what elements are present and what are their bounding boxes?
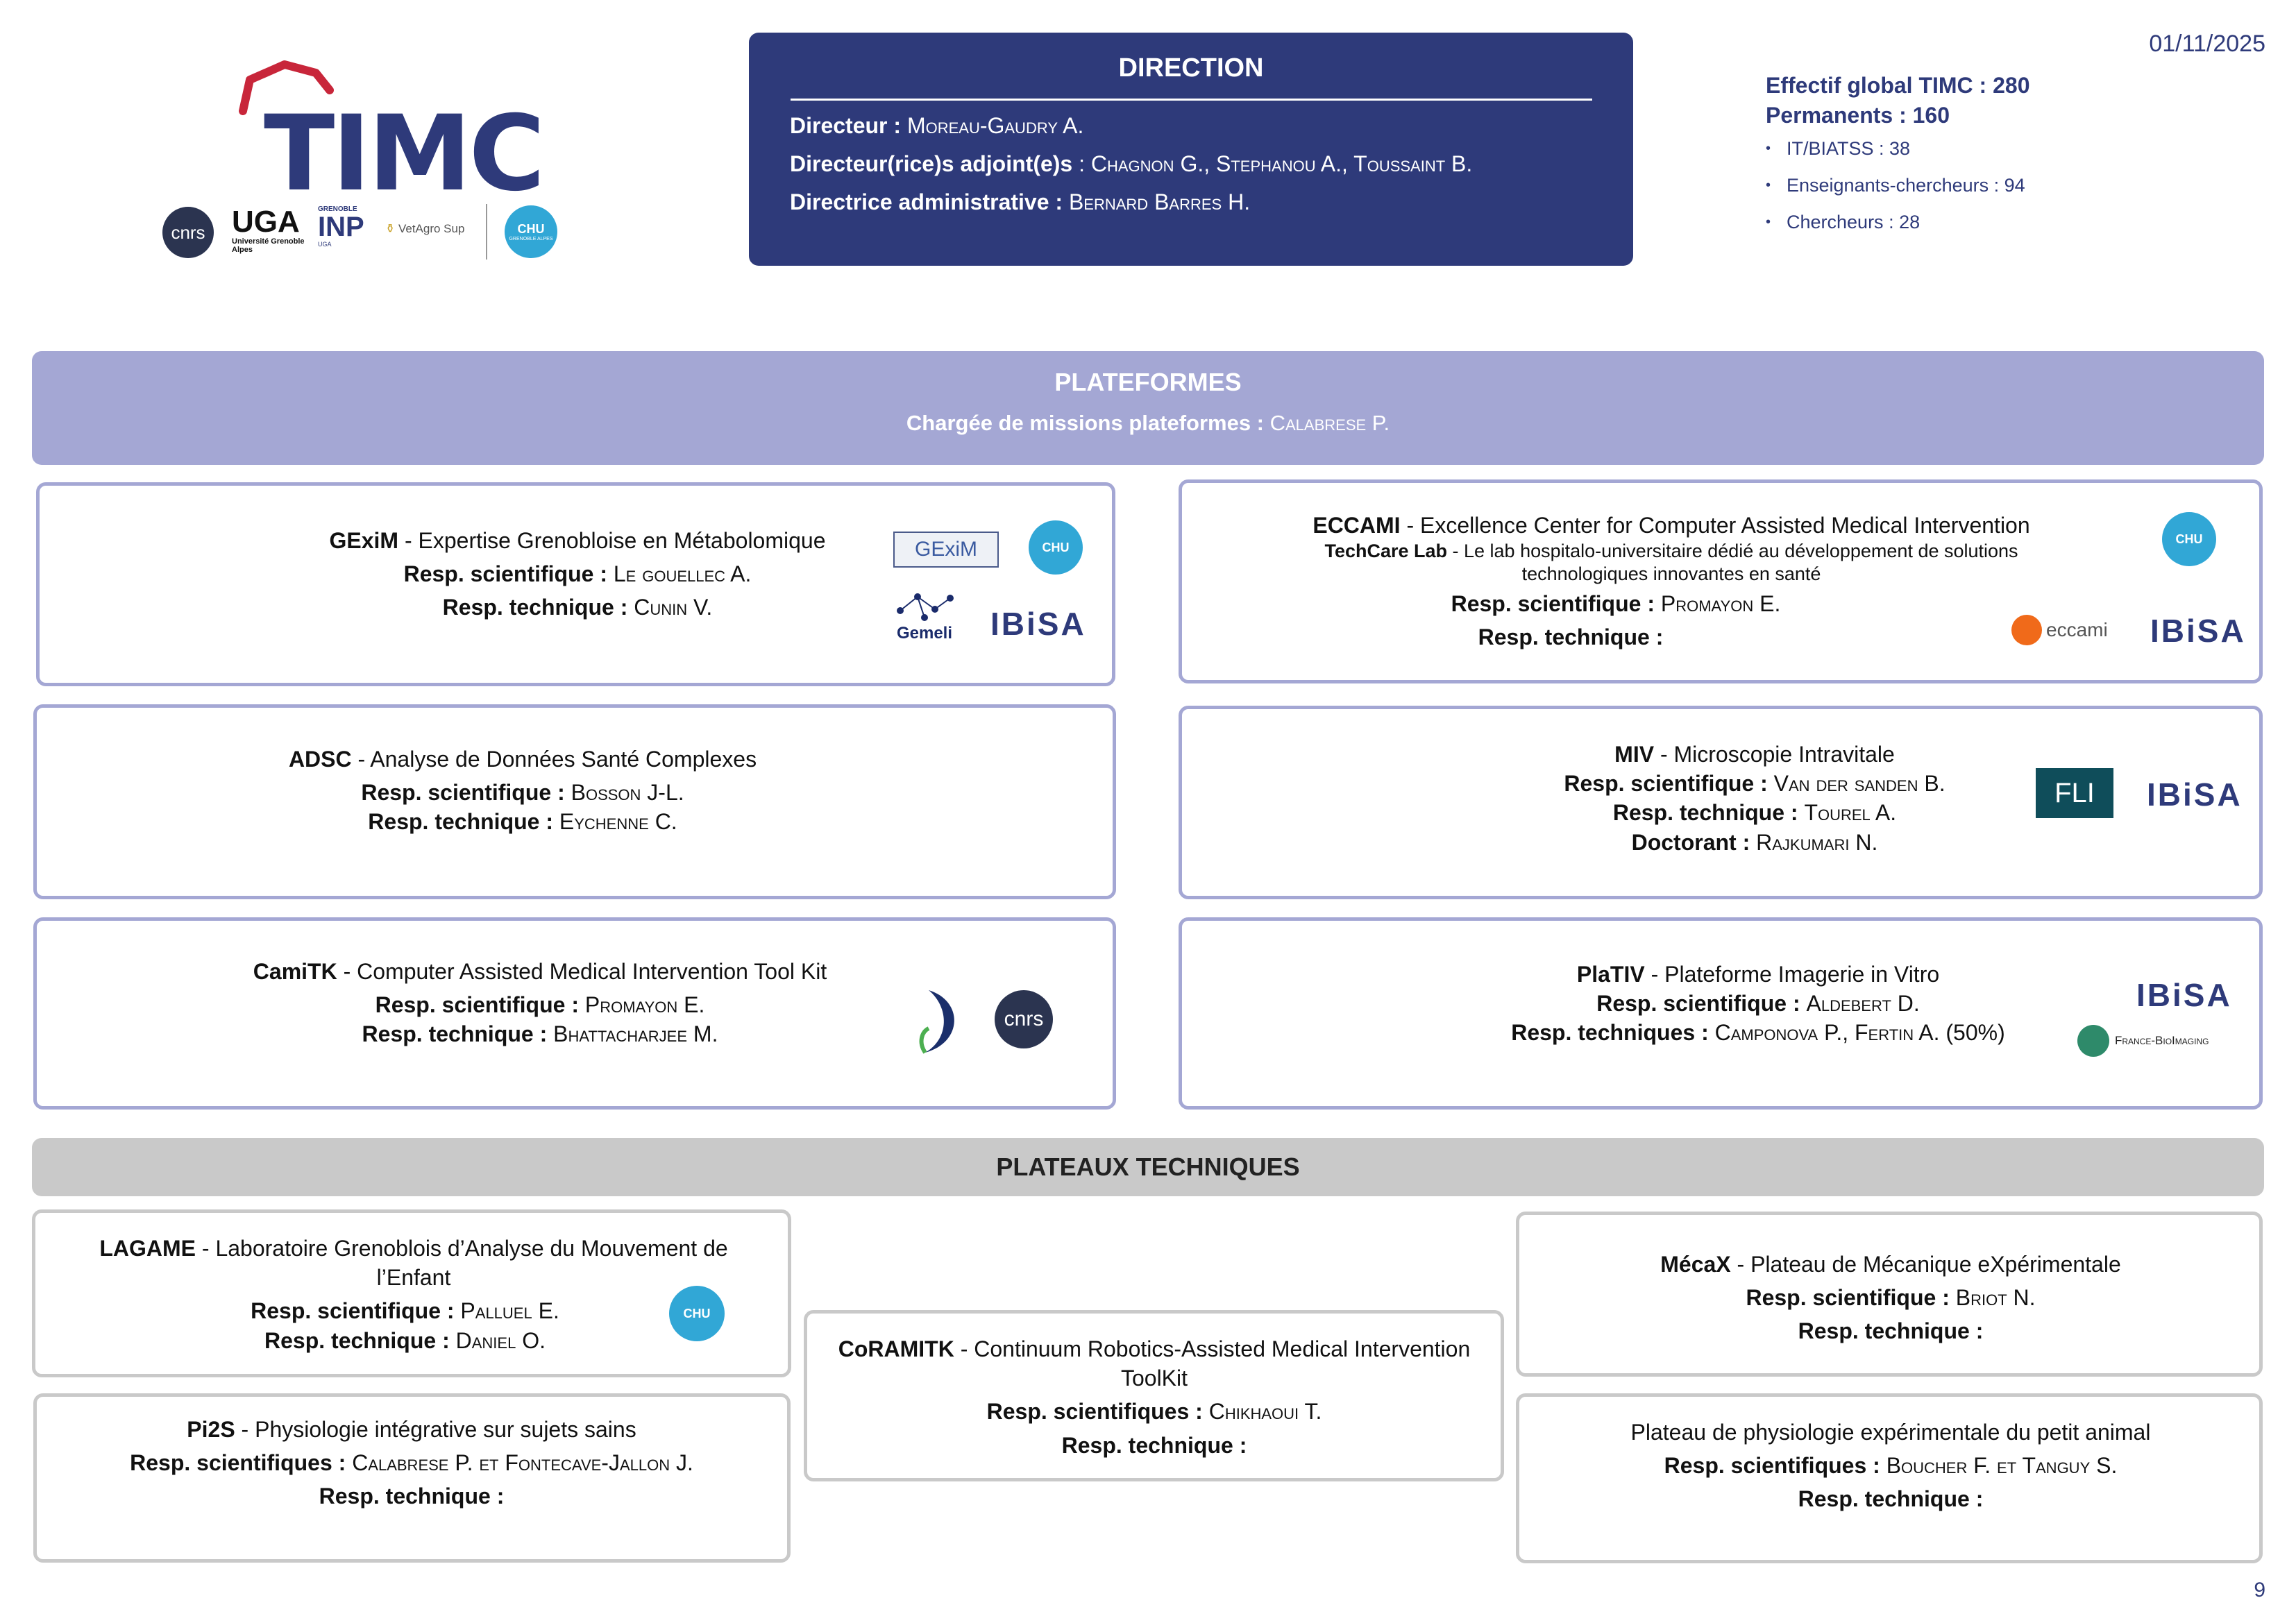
card-resp-scientific: Resp. scientifique : Briot N. bbox=[1746, 1285, 2036, 1311]
platform-card-camitk: CamiTK - Computer Assisted Medical Inter… bbox=[33, 917, 1116, 1110]
france-bioimaging-logo: France-BioImaging bbox=[2077, 1025, 2209, 1057]
plateaux-title: PLATEAUX TECHNIQUES bbox=[996, 1153, 1300, 1181]
grenoble-inp-logo: GRENOBLE INP UGA bbox=[318, 205, 364, 248]
card-title: MIV - Microscopie Intravitale bbox=[1614, 742, 1895, 767]
card-resp-scientific: Resp. scientifique : Palluel E. bbox=[251, 1298, 559, 1324]
chu-logo: CHU bbox=[669, 1286, 725, 1341]
platforms-title: PLATEFORMES bbox=[1054, 368, 1242, 396]
eccami-logo: eccami bbox=[2011, 615, 2108, 645]
chu-logo: CHU bbox=[1029, 520, 1083, 575]
card-resp-scientific: Resp. scientifique : Promayon E. bbox=[1451, 591, 1781, 617]
direction-divider bbox=[790, 99, 1592, 101]
logo-divider bbox=[486, 204, 487, 260]
plateau-card-pi2s: Pi2S - Physiologie intégrative sur sujet… bbox=[33, 1393, 791, 1563]
card-subtitle: TechCare Lab - Le lab hospitalo-universi… bbox=[1324, 541, 2018, 584]
logo-hex-mark bbox=[239, 60, 334, 115]
card-resp-technical: Resp. technique : bbox=[1478, 624, 1664, 650]
card-title: GExiM - Expertise Grenobloise en Métabol… bbox=[329, 528, 826, 553]
card-resp-scientific: Resp. scientifique : Le gouellec A. bbox=[403, 561, 752, 587]
plateau-card-lagame: LAGAME - Laboratoire Grenoblois d’Analys… bbox=[32, 1209, 791, 1377]
list-item: Enseignants-chercheurs : 94 bbox=[1766, 175, 2265, 196]
cnrs-logo: cnrs bbox=[995, 990, 1053, 1048]
timc-logo: TIMC cnrs UGA Université Grenoble Alpes … bbox=[160, 56, 557, 264]
card-resp-scientific: Resp. scientifique : Promayon E. bbox=[375, 992, 705, 1018]
platform-card-plativ: PlaTIV - Plateforme Imagerie in Vitro Re… bbox=[1179, 917, 2263, 1110]
gexim-logo: GExiM bbox=[893, 532, 999, 568]
plateau-card-coramitk: CoRAMITK - Continuum Robotics-Assisted M… bbox=[804, 1310, 1504, 1481]
list-item: IT/BIATSS : 38 bbox=[1766, 138, 2265, 160]
platform-card-eccami: ECCAMI - Excellence Center for Computer … bbox=[1179, 479, 2263, 683]
card-resp-scientific: Resp. scientifique : Aldebert D. bbox=[1596, 991, 1920, 1017]
network-icon bbox=[897, 593, 954, 621]
uga-logo: UGA Université Grenoble Alpes bbox=[232, 205, 305, 255]
list-item: Chercheurs : 28 bbox=[1766, 212, 2265, 233]
ibisa-logo: IBiSA bbox=[2136, 977, 2232, 1013]
admin-director-line: Directrice administrative : Bernard Barr… bbox=[790, 189, 1251, 214]
ibisa-logo: IBiSA bbox=[990, 606, 1086, 642]
card-resp-technical: Resp. technique : bbox=[319, 1484, 505, 1509]
card-title: LAGAME - Laboratoire Grenoblois d’Analys… bbox=[99, 1236, 728, 1291]
card-title: Plateau de physiologie expérimentale du … bbox=[1630, 1420, 2151, 1445]
fli-logo: FLI bbox=[2036, 768, 2113, 818]
plateau-card-mecax: MécaX - Plateau de Mécanique eXpérimenta… bbox=[1516, 1212, 2263, 1377]
staff-global: Effectif global TIMC : 280 bbox=[1766, 73, 2030, 98]
gemeli-logo: Gemeli bbox=[886, 590, 963, 643]
card-title: CoRAMITK - Continuum Robotics-Assisted M… bbox=[838, 1336, 1471, 1391]
direction-box: DIRECTION Directeur : Moreau-Gaudry A. D… bbox=[749, 33, 1633, 266]
plateau-card-small-animal: Plateau de physiologie expérimentale du … bbox=[1516, 1393, 2263, 1563]
card-resp-technical: Resp. technique : Bhattacharjee M. bbox=[362, 1021, 718, 1047]
card-title: ADSC - Analyse de Données Santé Complexe… bbox=[288, 747, 757, 772]
card-resp-technical: Resp. techniques : Camponova P., Fertin … bbox=[1511, 1020, 2005, 1046]
platforms-mission-lead: Chargée de missions plateformes : Calabr… bbox=[906, 411, 1390, 435]
card-title: Pi2S - Physiologie intégrative sur sujet… bbox=[187, 1417, 636, 1442]
card-title: CamiTK - Computer Assisted Medical Inter… bbox=[253, 959, 827, 984]
deputy-directors-line: Directeur(rice)s adjoint(e)s : Chagnon G… bbox=[790, 151, 1473, 176]
ibisa-logo: IBiSA bbox=[2147, 776, 2243, 813]
bioimaging-mark-icon bbox=[2077, 1025, 2109, 1057]
card-resp-technical: Resp. technique : Daniel O. bbox=[264, 1327, 546, 1353]
chu-logo: CHU GRENOBLE ALPES bbox=[505, 205, 557, 258]
staff-breakdown: IT/BIATSS : 38 Enseignants-chercheurs : … bbox=[1766, 138, 2265, 233]
vetagro-logo: ⚱ VetAgro Sup bbox=[385, 222, 465, 235]
direction-title: DIRECTION bbox=[1118, 53, 1264, 83]
chu-logo: CHU bbox=[2162, 512, 2216, 566]
eccami-mark-icon bbox=[2011, 615, 2042, 645]
card-resp-scientific: Resp. scientifiques : Chikhaoui T. bbox=[986, 1399, 1322, 1425]
card-resp-technical: Resp. technique : Cunin V. bbox=[442, 595, 713, 620]
card-resp-technical: Resp. technique : bbox=[1061, 1432, 1247, 1458]
card-resp-scientific: Resp. scientifiques : Boucher F. et Tang… bbox=[1664, 1453, 2118, 1479]
card-title: MécaX - Plateau de Mécanique eXpérimenta… bbox=[1660, 1252, 2121, 1277]
page-number: 9 bbox=[2254, 1579, 2265, 1601]
camitk-logo bbox=[919, 990, 954, 1054]
card-resp-technical: Resp. technique : Tourel A. bbox=[1612, 800, 1897, 826]
document-date: 01/11/2025 bbox=[2149, 31, 2265, 57]
card-resp-scientific: Resp. scientifique : Bosson J-L. bbox=[361, 780, 684, 806]
platform-card-gexim: GExiM - Expertise Grenobloise en Métabol… bbox=[36, 482, 1115, 686]
card-resp-technical: Resp. technique : bbox=[1798, 1318, 1984, 1344]
card-doctoral: Doctorant : Rajkumari N. bbox=[1631, 829, 1878, 855]
ibisa-logo: IBiSA bbox=[2150, 613, 2246, 649]
logo-wordmark: TIMC bbox=[264, 94, 545, 214]
technical-plateaux-band: PLATEAUX TECHNIQUES bbox=[32, 1138, 2264, 1196]
platform-card-adsc: ADSC - Analyse de Données Santé Complexe… bbox=[33, 704, 1116, 899]
card-resp-technical: Resp. technique : Eychenne C. bbox=[368, 809, 677, 835]
staff-permanent: Permanents : 160 bbox=[1766, 103, 1950, 128]
card-resp-scientific: Resp. scientifiques : Calabrese P. et Fo… bbox=[130, 1450, 693, 1476]
staff-summary: Effectif global TIMC : 280 Permanents : … bbox=[1766, 73, 2265, 248]
director-line: Directeur : Moreau-Gaudry A. bbox=[790, 113, 1084, 138]
card-title: ECCAMI - Excellence Center for Computer … bbox=[1312, 513, 2030, 538]
platform-card-miv: MIV - Microscopie Intravitale Resp. scie… bbox=[1179, 706, 2263, 899]
cnrs-logo: cnrs bbox=[162, 207, 214, 258]
card-resp-scientific: Resp. scientifique : Van der sanden B. bbox=[1564, 771, 1945, 797]
platforms-band: PLATEFORMES Chargée de missions platefor… bbox=[32, 351, 2264, 465]
card-resp-technical: Resp. technique : bbox=[1798, 1486, 1984, 1512]
card-title: PlaTIV - Plateforme Imagerie in Vitro bbox=[1576, 962, 1940, 987]
